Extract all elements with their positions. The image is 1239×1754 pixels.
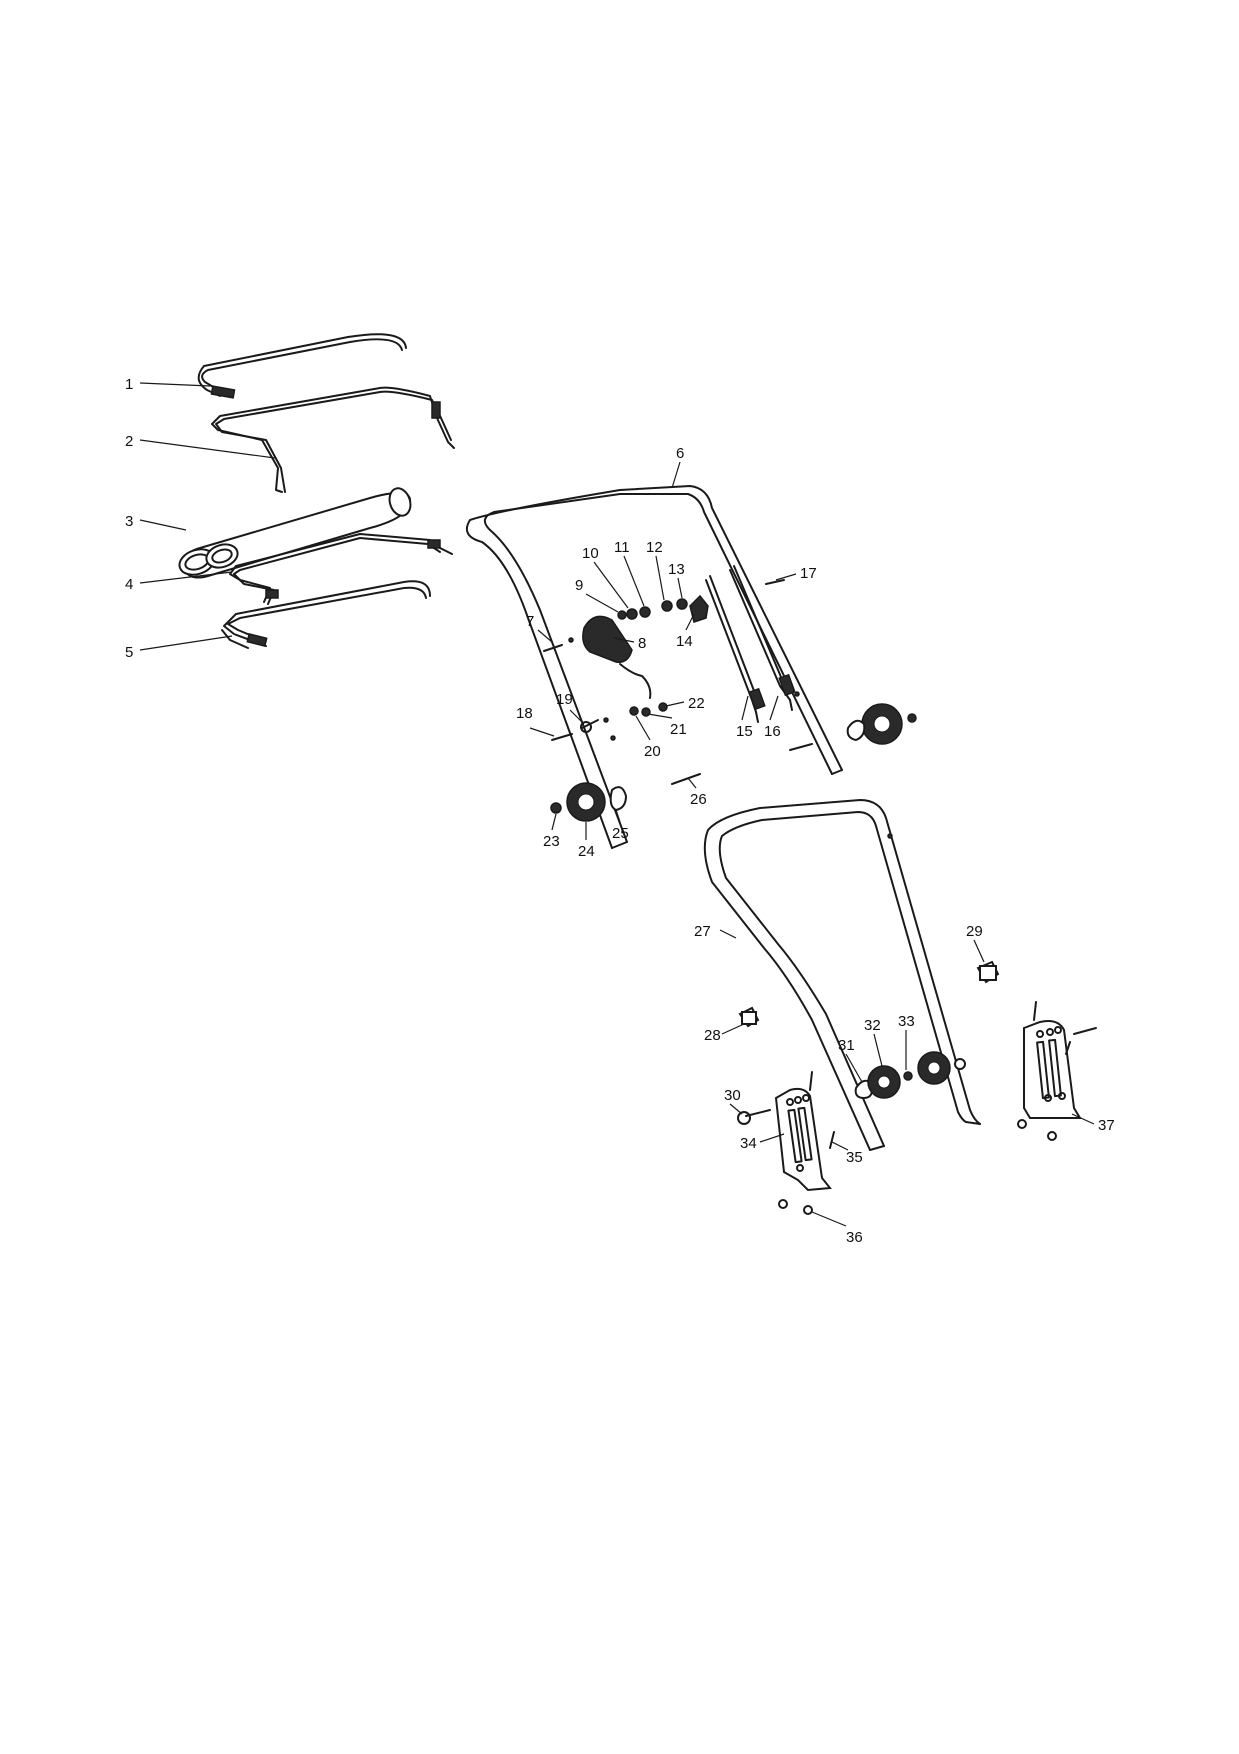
callout-17: 17 <box>800 565 817 582</box>
parts-31-33-knobs <box>854 1051 966 1100</box>
callout-35: 35 <box>846 1149 863 1166</box>
callout-11: 11 <box>614 539 630 556</box>
hardware-washers <box>617 598 688 717</box>
callout-21: 21 <box>670 721 687 738</box>
parts-28-29-caps <box>738 960 1000 1028</box>
callout-33: 33 <box>898 1013 915 1030</box>
callout-36: 36 <box>846 1229 863 1246</box>
callout-4: 4 <box>125 576 133 593</box>
callout-1: 1 <box>125 376 133 393</box>
leader-lines <box>139 382 1095 1227</box>
callout-5: 5 <box>125 644 133 661</box>
callout-37: 37 <box>1098 1117 1115 1134</box>
part-8-control-lever <box>582 615 652 699</box>
callout-14: 14 <box>676 633 693 650</box>
part-34-left-bracket <box>737 1071 835 1215</box>
callout-28: 28 <box>704 1027 721 1044</box>
callout-29: 29 <box>966 923 983 940</box>
callout-labels: 1 2 3 4 5 6 7 8 9 10 11 12 13 14 15 16 1… <box>125 376 1115 1246</box>
callout-16: 16 <box>764 723 781 740</box>
callout-30: 30 <box>724 1087 741 1104</box>
callout-3: 3 <box>125 513 133 530</box>
callout-12: 12 <box>646 539 663 556</box>
callout-31: 31 <box>838 1037 855 1054</box>
callout-26: 26 <box>690 791 707 808</box>
parts-15-16-cables <box>705 565 796 723</box>
callout-19: 19 <box>556 691 573 708</box>
part-6-upper-handle <box>466 485 843 849</box>
part-5-lower-bail <box>221 580 431 649</box>
callout-2: 2 <box>125 433 133 450</box>
callout-32: 32 <box>864 1017 881 1034</box>
part-27-lower-handle <box>703 799 981 1151</box>
callout-24: 24 <box>578 843 595 860</box>
part-37-right-bracket <box>1017 1001 1097 1141</box>
callout-15: 15 <box>736 723 753 740</box>
callout-27: 27 <box>694 923 711 940</box>
callout-25: 25 <box>612 825 629 842</box>
callout-34: 34 <box>740 1135 757 1152</box>
part-4-bent-wire <box>229 533 453 605</box>
callout-6: 6 <box>676 445 684 462</box>
callout-23: 23 <box>543 833 560 850</box>
callout-18: 18 <box>516 705 533 722</box>
callout-20: 20 <box>644 743 661 760</box>
hardware-knobs <box>550 703 917 822</box>
callout-7: 7 <box>526 613 534 630</box>
callout-9: 9 <box>575 577 583 594</box>
callout-10: 10 <box>582 545 599 562</box>
part-14-cable-clip <box>689 594 709 623</box>
part-2-control-rod <box>211 386 455 493</box>
part-3-foam-grip <box>178 487 412 579</box>
hardware-bolts <box>543 579 813 785</box>
callout-8: 8 <box>638 635 646 652</box>
callout-22: 22 <box>688 695 705 712</box>
callout-13: 13 <box>668 561 685 578</box>
